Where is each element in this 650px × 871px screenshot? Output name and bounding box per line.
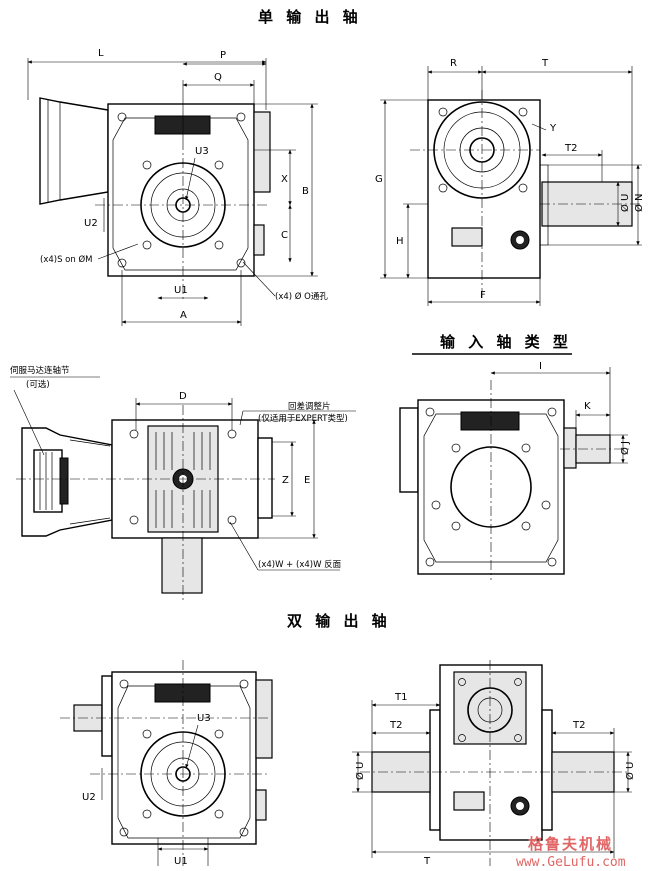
dim-X: X	[281, 174, 288, 185]
view-double-output-side: T1 T2 T2 Ø U Ø U T	[352, 660, 636, 867]
dim-OJ: Ø J	[619, 441, 631, 455]
note-holes-o: (x4) Ø O通孔	[275, 291, 328, 302]
dim-Y: Y	[549, 123, 557, 134]
side-shaft-flange	[253, 111, 271, 193]
dim-A: A	[180, 310, 187, 321]
view-single-output-side: R T Y T2 G H F Ø U Ø N	[375, 58, 645, 306]
view-input-shaft-type: I K Ø J	[399, 361, 631, 580]
dim-I: I	[539, 361, 542, 372]
note-expert-only: (仅适用于EXPERT类型)	[258, 413, 348, 424]
watermark-url: www.GeLufu.com	[516, 855, 626, 870]
dim-OU-left: Ø U	[354, 762, 366, 780]
watermark-name: 格鲁夫机械	[528, 835, 613, 853]
dim-T: T	[541, 58, 549, 69]
nameplate	[154, 115, 211, 135]
dim-Q: Q	[214, 72, 222, 83]
dim-Z: Z	[282, 475, 289, 486]
dim-T1: T1	[394, 692, 407, 703]
down-shaft	[161, 537, 203, 594]
note-backlash-shim: 回差调整片	[288, 401, 331, 412]
dim-C: C	[281, 230, 288, 241]
dim-L: L	[98, 48, 104, 59]
motor-adapter	[39, 97, 109, 205]
view-double-output-front: U3 U2 U1	[60, 660, 273, 867]
dim-OU-right: Ø U	[624, 762, 636, 780]
dim-T2-left: T2	[389, 720, 402, 731]
dim-B: B	[302, 186, 309, 197]
dim-G: G	[375, 174, 383, 185]
title-single-output: 单 输 出 轴	[258, 8, 362, 26]
title-input-shaft-types: 输 入 轴 类 型	[440, 333, 572, 351]
dim-R: R	[450, 58, 457, 69]
dim-U3-double: U3	[197, 713, 211, 724]
view-servo-coupling: D Z E 伺服马达连轴节 (可选) 回差调整片 (仅适用于EXPERT类型) …	[10, 365, 356, 600]
dim-U3: U3	[195, 146, 209, 157]
dim-T2-right: T2	[572, 720, 585, 731]
dim-OU: Ø U	[619, 194, 631, 212]
title-double-output: 双 输 出 轴	[287, 612, 391, 630]
dim-U2: U2	[84, 218, 98, 229]
note-holes-s: (x4)S on ØM	[40, 254, 92, 265]
note-holes-w: (x4)W + (x4)W 反面	[258, 559, 342, 570]
dim-F: F	[480, 290, 486, 301]
dim-U1: U1	[174, 285, 188, 296]
note-servo-coupling: 伺服马达连轴节	[10, 365, 70, 376]
dim-U2-double: U2	[82, 792, 96, 803]
dim-ON: Ø N	[633, 193, 645, 212]
dim-T-double: T	[423, 856, 431, 867]
dim-T2: T2	[564, 143, 577, 154]
dim-D: D	[179, 391, 187, 402]
note-optional: (可选)	[26, 379, 50, 390]
dim-P: P	[220, 50, 226, 61]
dim-E: E	[304, 475, 310, 486]
dim-K: K	[584, 401, 591, 412]
view-single-output-front: L P Q U3 X B C U2 U1 A (x4)S on ØM (x4) …	[27, 48, 328, 326]
dim-H: H	[396, 236, 404, 247]
dim-U1-double: U1	[174, 856, 188, 867]
